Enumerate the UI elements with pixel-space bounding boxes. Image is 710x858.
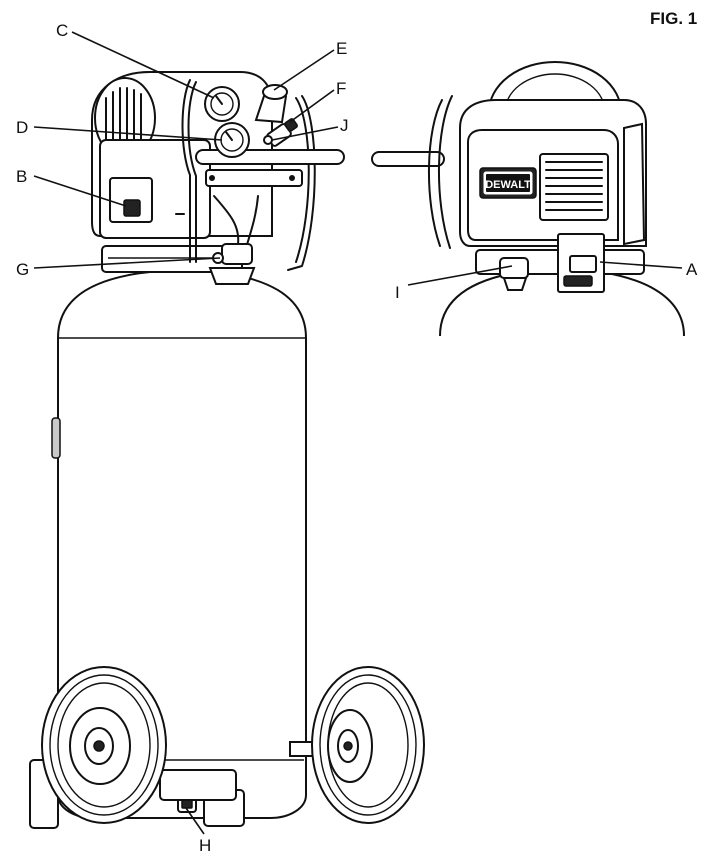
figure-title: FIG. 1 [650,9,697,28]
power-switch[interactable] [123,199,141,217]
callout-f: F [336,79,346,98]
callout-a: A [686,260,698,279]
compressor-front-view [29,71,425,829]
callouts: C E F J D B G H I A [16,21,698,855]
right-wheel [311,666,425,824]
callout-e: E [336,39,347,58]
compressor-side-view: DEWALT [371,61,685,337]
vent-grille [539,153,609,221]
callout-j: J [340,116,349,135]
callout-c: C [56,21,68,40]
logo-text: DEWALT [485,179,531,191]
callout-b: B [16,167,27,186]
check-valve [208,243,256,285]
safety-valve[interactable] [263,135,273,145]
dewalt-logo: DEWALT [479,167,537,199]
tank-side-bracket [51,417,61,459]
left-wheel [41,666,167,824]
callout-i: I [395,283,400,302]
callout-d: D [16,118,28,137]
side-check-valve [499,257,529,291]
regulator-knob[interactable] [254,84,288,124]
carry-handle[interactable] [195,149,345,165]
tank-pressure-gauge [204,86,240,122]
callout-h: H [199,836,211,855]
callout-g: G [16,260,29,279]
